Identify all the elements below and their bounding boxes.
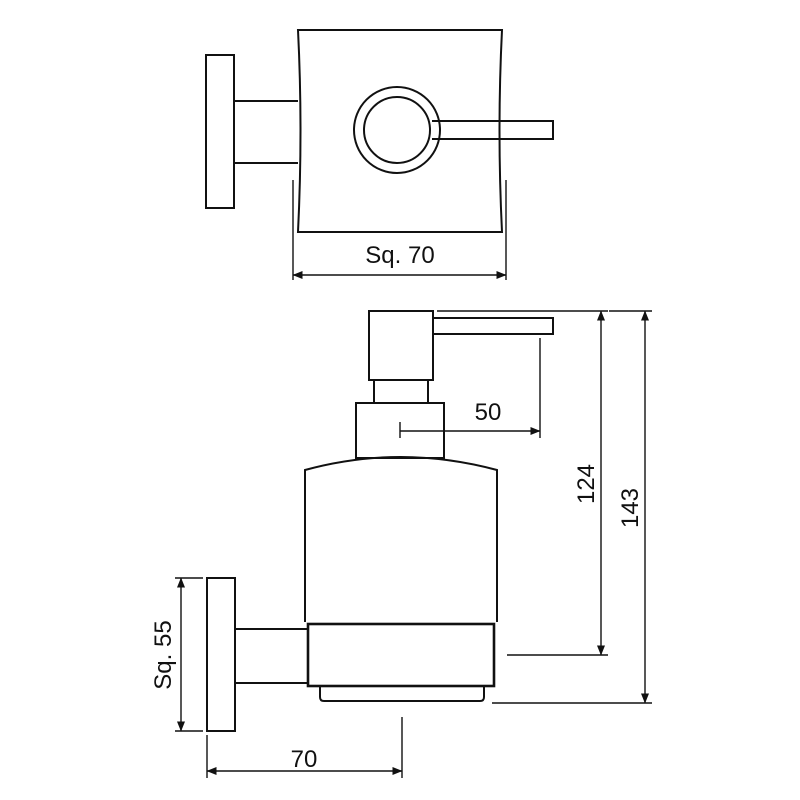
top-view-body-outline xyxy=(296,29,504,233)
glass-container xyxy=(304,456,498,622)
top-view-pump-ring xyxy=(353,86,441,174)
container-base xyxy=(319,686,485,702)
pump-neck xyxy=(373,379,429,404)
backplate-dimension: Sq. 55 xyxy=(150,577,203,732)
top-view: Sq. 70 xyxy=(205,29,554,280)
top-view-width-dimension: Sq. 70 xyxy=(292,180,507,280)
pump-head xyxy=(368,310,434,381)
total-height-label: 143 xyxy=(617,488,644,528)
body-height-label: 124 xyxy=(573,464,600,504)
projection-label: 70 xyxy=(291,746,318,773)
top-view-width-label: Sq. 70 xyxy=(365,242,434,269)
top-view-wall-plate xyxy=(205,54,235,209)
projection-dimension: 70 xyxy=(206,717,403,778)
spout-reach-dimension: 50 xyxy=(399,338,541,438)
top-view-spout xyxy=(432,120,554,140)
spout xyxy=(433,317,554,335)
top-view-arm xyxy=(234,100,298,164)
side-arm xyxy=(235,628,308,684)
holder-ring xyxy=(306,622,496,688)
total-height-dimension: 143 xyxy=(492,310,652,704)
spout-reach-label: 50 xyxy=(475,399,502,426)
side-wall-plate xyxy=(206,577,236,732)
backplate-label: Sq. 55 xyxy=(150,620,177,689)
body-height-dimension: 124 xyxy=(437,310,608,656)
side-view: 50 124 143 Sq. 55 70 xyxy=(150,310,652,778)
